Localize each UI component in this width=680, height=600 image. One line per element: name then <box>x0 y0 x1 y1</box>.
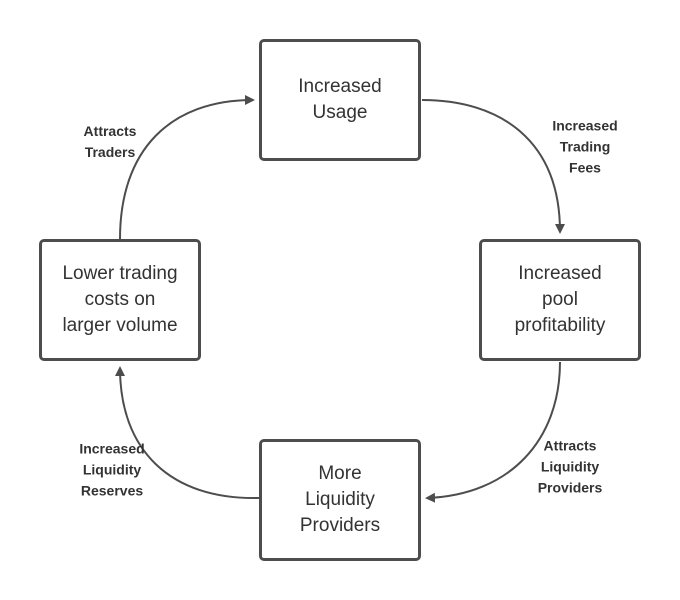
arrow-usage-to-profitability <box>421 99 565 234</box>
edge-label-attracts-liquidity-providers: Attracts Liquidity Providers <box>537 437 603 496</box>
node-increased-pool-profitability: Increased pool profitability <box>479 239 641 361</box>
edge-label-attracts-traders: Attracts Traders <box>83 123 137 160</box>
node-lower-trading-costs: Lower trading costs on larger volume <box>39 239 201 361</box>
arrow-profitability-to-providers <box>425 361 561 503</box>
arrow-costs-to-usage <box>119 95 255 240</box>
arrow-providers-to-costs <box>115 366 260 500</box>
node-label: More Liquidity Providers <box>299 463 381 536</box>
node-label: Increased Usage <box>298 76 382 123</box>
node-label: Increased pool profitability <box>514 263 606 336</box>
node-more-liquidity-providers: More Liquidity Providers <box>259 439 421 561</box>
node-increased-usage: Increased Usage <box>259 39 421 161</box>
edge-label-increased-trading-fees: Increased Trading Fees <box>552 117 618 176</box>
edge-label-increased-liquidity-reserves: Increased Liquidity Reserves <box>79 440 145 499</box>
node-label: Lower trading costs on larger volume <box>62 263 178 336</box>
